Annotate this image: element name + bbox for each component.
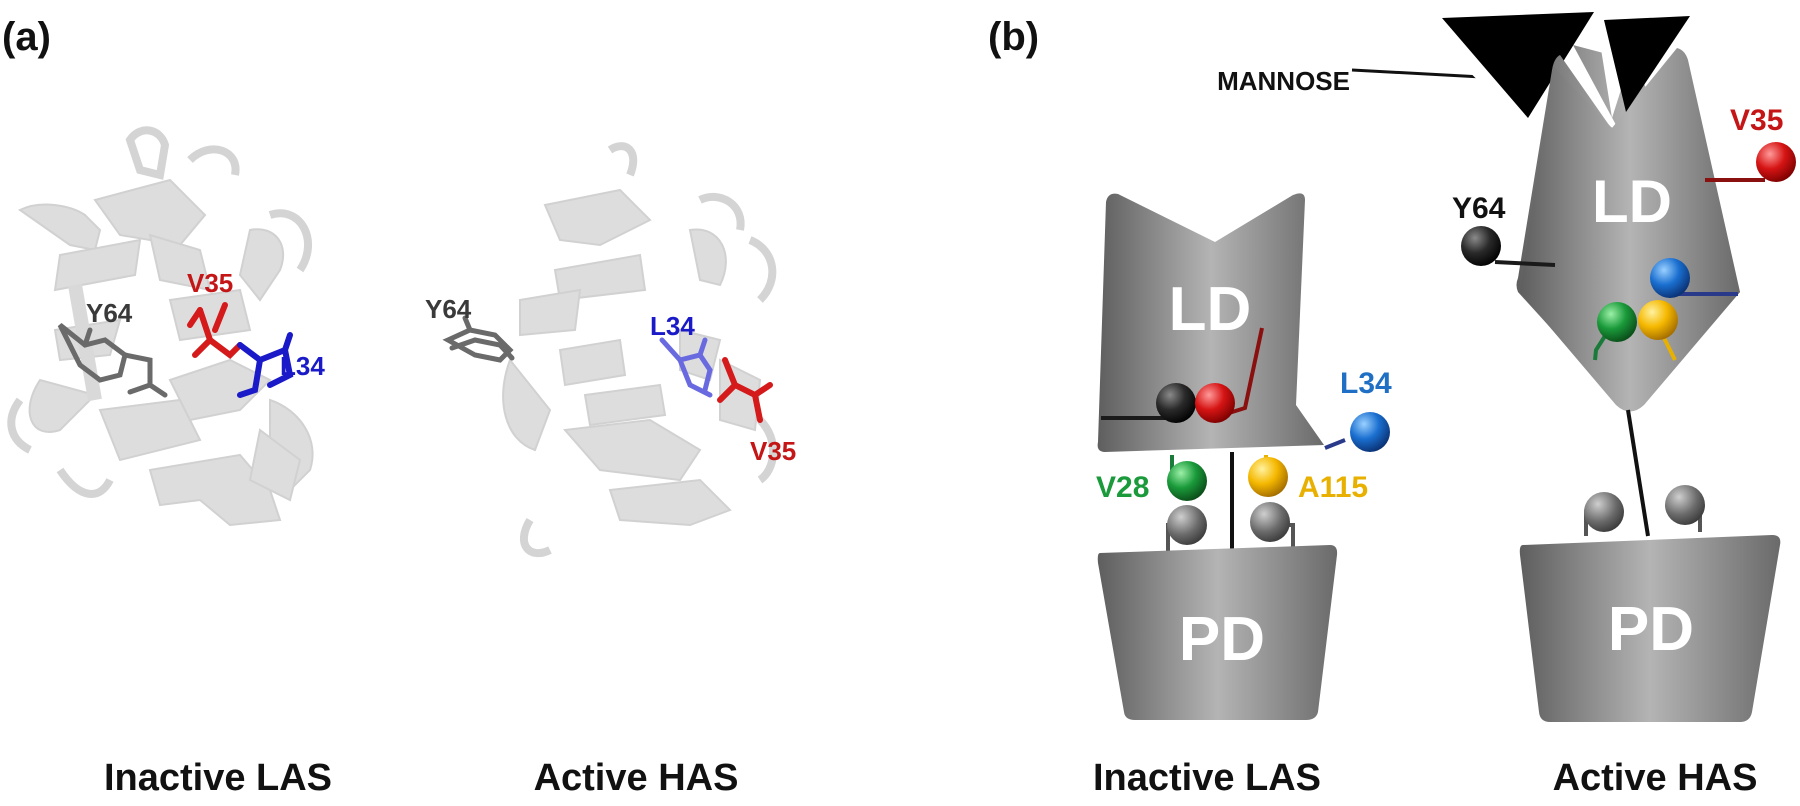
inactive-l34-sticks bbox=[237, 332, 294, 398]
inactive-pd-label: PD bbox=[1179, 605, 1265, 674]
inactive-a115-ball bbox=[1248, 457, 1288, 497]
active-v35-label: V35 bbox=[1730, 104, 1783, 137]
active-pd-ball-2 bbox=[1665, 485, 1705, 525]
active-y64-label: Y64 bbox=[425, 294, 472, 324]
inactive-pd-domain bbox=[1097, 545, 1338, 720]
active-l34-label: L34 bbox=[650, 311, 695, 341]
inactive-y64-ball bbox=[1156, 383, 1196, 423]
inactive-l34-tether bbox=[1324, 438, 1346, 450]
active-has-schematic: MANNOSE LD bbox=[1217, 12, 1796, 722]
inactive-y64-label: Y64 bbox=[86, 298, 133, 328]
active-y64-ball bbox=[1461, 226, 1501, 266]
active-ld-domain bbox=[1520, 48, 1740, 412]
inactive-pd-ball-2 bbox=[1250, 502, 1290, 542]
active-y64-tether bbox=[1494, 260, 1556, 267]
inactive-ld-label: LD bbox=[1169, 275, 1252, 344]
panel-a-active-caption: Active HAS bbox=[534, 757, 739, 799]
active-pd-label: PD bbox=[1608, 595, 1694, 664]
active-v35-ball bbox=[1756, 142, 1796, 182]
active-y64-sticks bbox=[442, 315, 515, 363]
active-pd-ball-1 bbox=[1584, 492, 1624, 532]
active-pd-domain bbox=[1519, 535, 1781, 722]
inactive-l34-ball bbox=[1350, 412, 1390, 452]
panel-a-tag: (a) bbox=[2, 15, 51, 59]
inactive-ld-domain bbox=[1097, 193, 1324, 453]
inactive-l34-label: L34 bbox=[1340, 367, 1392, 400]
inactive-l34-label: L34 bbox=[280, 351, 325, 381]
mannose-wedge bbox=[1442, 12, 1594, 118]
panel-b-inactive-caption: Inactive LAS bbox=[1093, 757, 1321, 799]
active-v35-sticks bbox=[717, 357, 773, 423]
inactive-las-schematic: LD L34 V28 A115 bbox=[1096, 193, 1392, 720]
inactive-v35-sticks bbox=[187, 302, 243, 359]
inactive-v28-ball bbox=[1167, 461, 1207, 501]
active-y64-label: Y64 bbox=[1452, 192, 1506, 225]
panel-b: (b) LD L34 bbox=[988, 12, 1796, 799]
panel-b-tag: (b) bbox=[988, 15, 1039, 59]
active-l34-ball bbox=[1650, 258, 1690, 298]
active-has-structure bbox=[502, 142, 778, 558]
panel-a: (a) bbox=[2, 15, 796, 799]
panel-a-inactive-caption: Inactive LAS bbox=[104, 757, 332, 799]
inactive-a115-label: A115 bbox=[1298, 471, 1368, 504]
active-linker bbox=[1626, 409, 1650, 537]
active-l34-sticks bbox=[659, 337, 713, 398]
inactive-las-structure bbox=[7, 126, 314, 527]
inactive-y64-sticks bbox=[57, 323, 168, 398]
panel-b-active-caption: Active HAS bbox=[1553, 757, 1758, 799]
inactive-v35-label: V35 bbox=[187, 268, 233, 298]
active-ld-label: LD bbox=[1592, 168, 1672, 235]
active-a115-ball bbox=[1638, 300, 1678, 340]
inactive-pd-ball-1 bbox=[1167, 505, 1207, 545]
active-v35-label: V35 bbox=[750, 436, 796, 466]
inactive-v28-label: V28 bbox=[1096, 471, 1149, 504]
active-v28-ball bbox=[1597, 302, 1637, 342]
mannose-label: MANNOSE bbox=[1217, 66, 1350, 96]
inactive-v35-ball bbox=[1195, 383, 1235, 423]
